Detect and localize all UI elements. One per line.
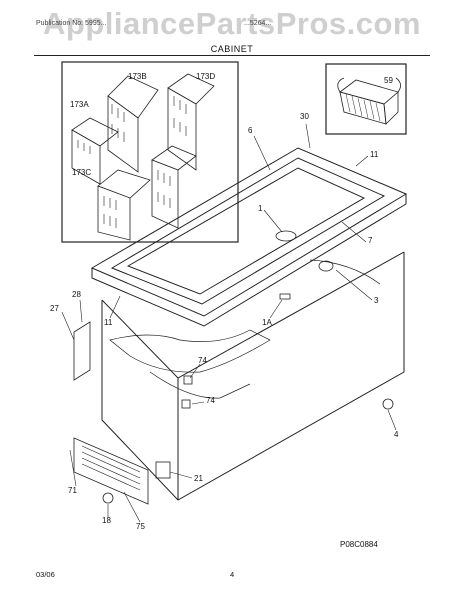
hinge-bracket [73, 321, 91, 381]
section-title: CABINET [210, 44, 254, 54]
vent-grille [73, 437, 149, 505]
callout-1a: 1A [262, 318, 272, 327]
callout-28: 28 [72, 290, 81, 299]
divider-panels [71, 73, 215, 241]
callout-74-lower: 74 [206, 396, 215, 405]
leader-lines [61, 123, 397, 523]
callout-30: 30 [300, 112, 309, 121]
thermostat-knob-upper [183, 375, 193, 385]
figure-code: P08C0884 [340, 540, 378, 549]
callout-11-lower: 11 [104, 318, 113, 327]
control-box [155, 461, 171, 479]
callout-1: 1 [258, 204, 263, 213]
callout-7: 7 [368, 236, 373, 245]
cabinet-foot [102, 492, 114, 504]
callout-27: 27 [50, 304, 59, 313]
callout-173c: 173C [72, 168, 92, 177]
lid-gasket-frame [90, 147, 408, 327]
callout-74-upper: 74 [198, 356, 207, 365]
divider-inset-box [61, 61, 239, 243]
callout-173d: 173D [196, 72, 216, 81]
callout-59: 59 [384, 76, 393, 85]
drain-plug [318, 260, 334, 272]
callout-11-upper: 11 [370, 150, 379, 159]
callout-21: 21 [194, 474, 203, 483]
callout-75: 75 [136, 522, 145, 531]
leveling-leg [382, 398, 394, 410]
callout-173b: 173B [128, 72, 147, 81]
wire-basket [337, 77, 401, 125]
lamp-switch [279, 293, 291, 300]
interior-lamp [275, 230, 297, 242]
callout-18: 18 [102, 516, 111, 525]
footer-page-number: 4 [230, 570, 235, 579]
callout-4: 4 [394, 430, 399, 439]
callout-71: 71 [68, 486, 77, 495]
footer-date: 03/06 [36, 570, 55, 579]
basket-inset-box [325, 63, 407, 135]
callout-173a: 173A [70, 100, 89, 109]
freezer-cabinet [101, 251, 405, 501]
thermostat-knob-lower [181, 399, 191, 409]
publication-number: Publication No: 5995... [36, 20, 107, 27]
header-rule [34, 55, 430, 56]
watermark-logo: AppliancePartsPros.com [43, 6, 421, 41]
callout-3: 3 [374, 296, 379, 305]
callout-6: 6 [248, 126, 253, 135]
model-number: ...5264... [244, 20, 272, 27]
